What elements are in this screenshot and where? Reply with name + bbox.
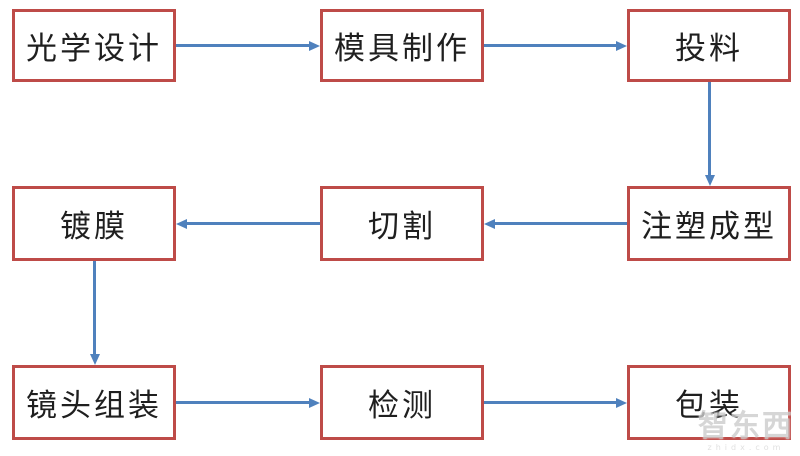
node-cutting-label: 切割 — [368, 209, 436, 245]
node-packaging: 包装 — [627, 365, 791, 440]
arrow-head-left-icon — [484, 218, 495, 229]
arrow-shaft — [484, 401, 617, 404]
node-feeding-label: 投料 — [675, 31, 743, 67]
node-feeding: 投料 — [627, 9, 791, 82]
node-optical-design-label: 光学设计 — [26, 31, 162, 67]
node-inspection: 检测 — [320, 365, 484, 440]
arrow-shaft — [708, 82, 711, 176]
node-cutting: 切割 — [320, 186, 484, 261]
arrow-head-right-icon — [309, 397, 320, 408]
node-coating: 镀膜 — [12, 186, 176, 261]
arrow-shaft — [176, 44, 310, 47]
arrow-shaft — [186, 222, 320, 225]
arrow-head-right-icon — [616, 397, 627, 408]
node-lens-assembly-label: 镜头组装 — [26, 388, 162, 424]
arrow-head-down-icon — [704, 175, 715, 186]
arrow-shaft — [494, 222, 627, 225]
node-injection-molding-label: 注塑成型 — [641, 209, 777, 245]
arrow-shaft — [176, 401, 310, 404]
node-mold-making-label: 模具制作 — [334, 31, 470, 67]
arrow-shaft — [93, 261, 96, 354]
arrow-shaft — [484, 44, 617, 47]
node-inspection-label: 检测 — [368, 388, 436, 424]
arrow-head-down-icon — [89, 354, 100, 365]
arrow-head-right-icon — [616, 40, 627, 51]
node-lens-assembly: 镜头组装 — [12, 365, 176, 440]
arrow-head-left-icon — [176, 218, 187, 229]
node-packaging-label: 包装 — [675, 388, 743, 424]
node-injection-molding: 注塑成型 — [627, 186, 791, 261]
watermark-url-text: zhidx.com — [707, 443, 785, 452]
node-mold-making: 模具制作 — [320, 9, 484, 82]
arrow-head-right-icon — [309, 40, 320, 51]
node-optical-design: 光学设计 — [12, 9, 176, 82]
node-coating-label: 镀膜 — [60, 209, 128, 245]
